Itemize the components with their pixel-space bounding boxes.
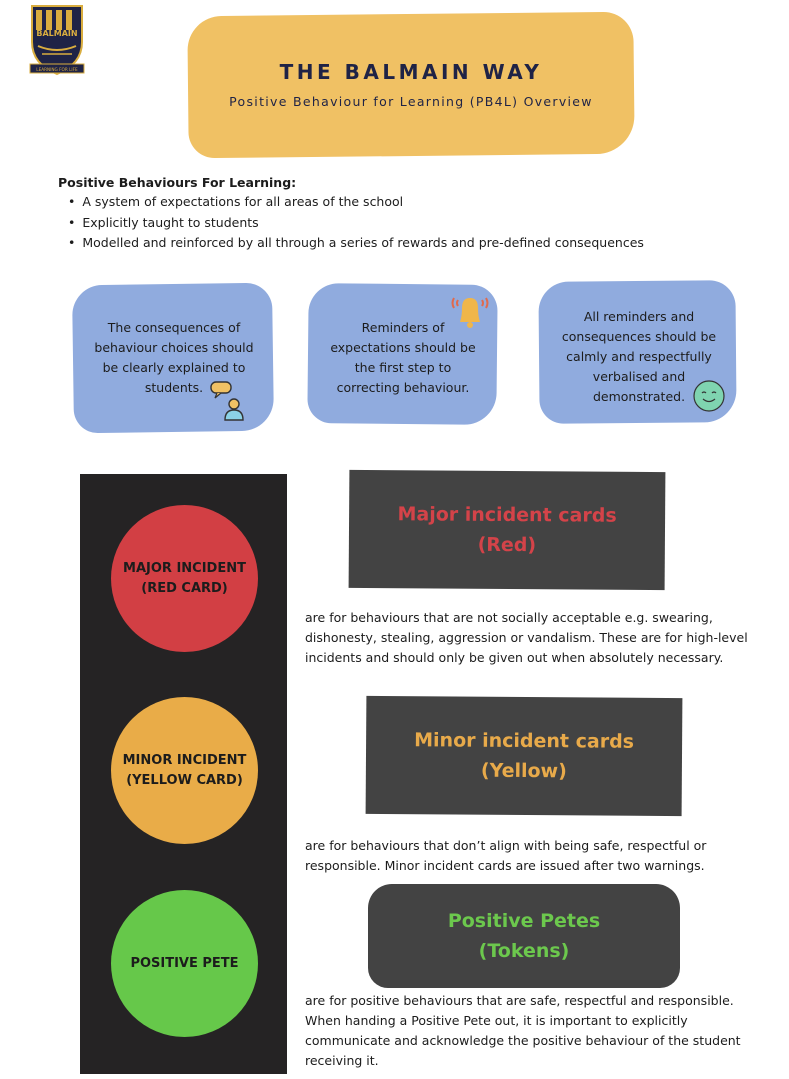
card-text: The consequences of behaviour choices sh… <box>94 320 254 395</box>
intro-heading: Positive Behaviours For Learning: <box>58 175 297 190</box>
title-banner <box>187 11 635 159</box>
red-light: MAJOR INCIDENT (RED CARD) <box>111 505 258 652</box>
minor-incident-subtitle: (Yellow) <box>480 759 567 783</box>
logo-motto: LEARNING FOR LIFE <box>36 67 78 72</box>
card-text: Reminders of expectations should be the … <box>330 320 476 395</box>
school-logo: BALMAIN LEARNING FOR LIFE <box>29 5 85 76</box>
red-light-sublabel: (RED CARD) <box>141 580 228 596</box>
logo-name: BALMAIN <box>36 29 77 38</box>
bell-icon <box>451 297 489 328</box>
major-incident-title-box: Major incident cards (Red) <box>348 469 666 591</box>
red-light-label: MAJOR INCIDENT <box>123 560 246 576</box>
green-light: POSITIVE PETE <box>111 890 258 1037</box>
positive-pete-description: are for positive behaviours that are saf… <box>305 993 741 1068</box>
major-incident-description: are for behaviours that are not socially… <box>305 610 748 665</box>
minor-incident-title-box: Minor incident cards (Yellow) <box>365 695 683 817</box>
page-subtitle: Positive Behaviour for Learning (PB4L) O… <box>229 94 593 109</box>
yellow-light: MINOR INCIDENT (YELLOW CARD) <box>111 697 258 844</box>
positive-pete-subtitle: (Tokens) <box>478 940 570 962</box>
green-light-label: POSITIVE PETE <box>130 955 239 971</box>
list-item: A system of expectations for all areas o… <box>68 192 644 213</box>
yellow-light-sublabel: (YELLOW CARD) <box>126 772 243 788</box>
yellow-light-label: MINOR INCIDENT <box>122 752 247 768</box>
minor-incident-title: Minor incident cards <box>414 729 635 753</box>
card-text: All reminders and consequences should be… <box>561 309 717 404</box>
intro-list: A system of expectations for all areas o… <box>68 192 644 254</box>
major-incident-subtitle: (Red) <box>477 533 537 557</box>
list-item: Modelled and reinforced by all through a… <box>68 233 644 254</box>
positive-pete-title: Positive Petes <box>447 910 601 932</box>
page-title: THE BALMAIN WAY <box>279 60 543 84</box>
minor-incident-description: are for behaviours that don’t align with… <box>305 838 707 873</box>
smiley-icon <box>693 380 725 412</box>
major-incident-title: Major incident cards <box>397 503 617 527</box>
speech-person-icon <box>210 381 244 421</box>
positive-pete-title-box: Positive Petes (Tokens) <box>368 884 680 988</box>
list-item: Explicitly taught to students <box>68 213 644 234</box>
